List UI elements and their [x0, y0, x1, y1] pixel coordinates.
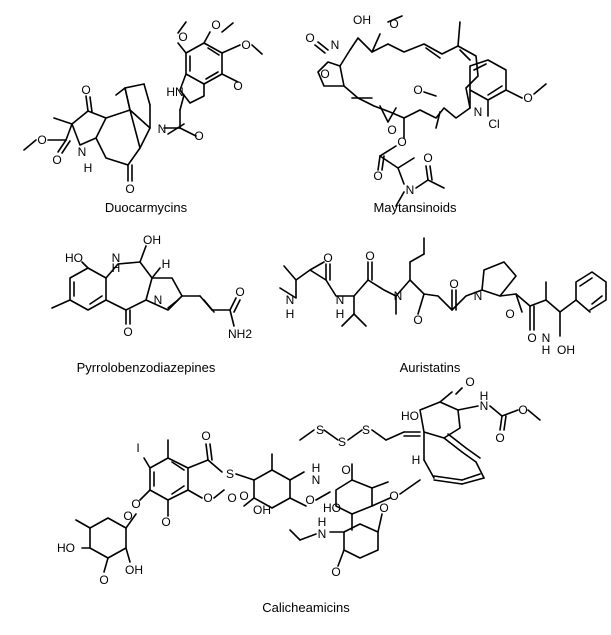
svg-text:O: O — [203, 491, 212, 505]
svg-text:N: N — [112, 251, 121, 265]
svg-text:O: O — [235, 285, 244, 299]
svg-text:H: H — [312, 461, 321, 475]
svg-text:H: H — [412, 453, 421, 467]
svg-text:O: O — [233, 79, 242, 93]
duocarmycins-structure: O O O O HN O N O O O N H O Duocarmycins — [23, 18, 263, 215]
svg-text:H: H — [84, 161, 93, 175]
svg-text:N: N — [480, 399, 489, 413]
caption-maytansinoids: Maytansinoids — [373, 200, 457, 215]
svg-text:N: N — [406, 183, 415, 197]
svg-text:N: N — [78, 145, 87, 159]
svg-text:O: O — [518, 403, 527, 417]
svg-text:O: O — [495, 431, 504, 445]
pyrrolobenzodiazepines-structure: HO N H OH H N O O NH2 Pyrrolobenzodiazep… — [51, 233, 252, 375]
svg-text:NH2: NH2 — [228, 327, 252, 341]
svg-text:O: O — [305, 493, 314, 507]
svg-text:S: S — [226, 467, 234, 481]
svg-text:S: S — [338, 435, 346, 449]
svg-text:O: O — [305, 31, 314, 45]
svg-text:O: O — [161, 515, 170, 529]
svg-text:O: O — [523, 91, 532, 105]
svg-text:O: O — [320, 67, 329, 81]
svg-text:N: N — [331, 38, 340, 52]
svg-text:O: O — [99, 573, 108, 587]
svg-text:HO: HO — [57, 541, 75, 555]
caption-auristatins: Auristatins — [400, 360, 461, 375]
svg-text:O: O — [379, 501, 388, 515]
svg-text:O: O — [365, 249, 374, 263]
svg-text:O: O — [389, 17, 398, 31]
svg-text:H: H — [112, 261, 121, 275]
svg-text:O: O — [505, 307, 514, 321]
svg-text:O: O — [449, 277, 458, 291]
svg-text:N: N — [394, 289, 403, 303]
svg-text:HN: HN — [166, 85, 183, 99]
svg-text:N: N — [286, 293, 295, 307]
svg-text:O: O — [125, 182, 134, 196]
svg-text:S: S — [362, 423, 370, 437]
svg-text:H: H — [336, 307, 345, 321]
svg-text:O: O — [465, 375, 474, 389]
svg-text:OH: OH — [253, 503, 271, 517]
svg-text:O: O — [123, 325, 132, 339]
svg-text:O: O — [423, 151, 432, 165]
svg-text:N: N — [542, 331, 551, 345]
svg-text:N: N — [474, 105, 483, 119]
svg-text:O: O — [331, 565, 340, 579]
svg-text:OH: OH — [353, 13, 371, 27]
svg-text:HO: HO — [323, 501, 341, 515]
svg-text:H: H — [480, 389, 489, 403]
svg-text:OH: OH — [557, 343, 575, 357]
svg-text:O: O — [37, 133, 46, 147]
svg-text:S: S — [316, 423, 324, 437]
svg-text:Cl: Cl — [488, 117, 499, 131]
svg-text:N: N — [312, 473, 321, 487]
calicheamicins-structure: HO O N H O O S S S H I O S O O N H O HO … — [57, 375, 541, 615]
svg-text:O: O — [211, 18, 220, 32]
svg-text:O: O — [387, 123, 396, 137]
svg-text:O: O — [239, 489, 248, 503]
svg-text:O: O — [123, 509, 132, 523]
svg-text:O: O — [397, 135, 406, 149]
svg-text:O: O — [413, 313, 422, 327]
svg-text:O: O — [341, 463, 350, 477]
svg-text:O: O — [194, 129, 203, 143]
svg-text:N: N — [154, 293, 163, 307]
svg-text:N: N — [318, 527, 327, 541]
svg-text:N: N — [158, 122, 167, 136]
svg-text:H: H — [286, 307, 295, 321]
svg-text:O: O — [389, 489, 398, 503]
svg-text:H: H — [162, 257, 171, 271]
caption-calicheamicins: Calicheamicins — [262, 600, 350, 615]
auristatins-structure: N H N H O O N O O N O O N H OH Auristati… — [279, 237, 607, 375]
caption-duocarmycins: Duocarmycins — [105, 200, 188, 215]
svg-text:HO: HO — [65, 251, 83, 265]
svg-text:O: O — [413, 83, 422, 97]
svg-text:O: O — [373, 169, 382, 183]
maytansinoids-structure: OH O O N O N Cl O O O O O N O Maytansino… — [305, 13, 547, 215]
svg-text:N: N — [336, 293, 345, 307]
svg-text:O: O — [227, 491, 236, 505]
svg-text:O: O — [131, 497, 140, 511]
svg-text:O: O — [201, 429, 210, 443]
caption-pyrrolobenzodiazepines: Pyrrolobenzodiazepines — [77, 360, 216, 375]
svg-text:O: O — [52, 153, 61, 167]
svg-text:O: O — [241, 38, 250, 52]
svg-text:OH: OH — [125, 563, 143, 577]
svg-text:H: H — [542, 343, 551, 357]
svg-text:O: O — [178, 30, 187, 44]
svg-text:OH: OH — [143, 233, 161, 247]
svg-text:N: N — [474, 289, 483, 303]
svg-text:O: O — [527, 331, 536, 345]
svg-text:I: I — [136, 441, 139, 455]
svg-text:H: H — [318, 515, 327, 529]
svg-text:O: O — [81, 83, 90, 97]
svg-text:HO: HO — [401, 409, 419, 423]
svg-text:O: O — [323, 251, 332, 265]
